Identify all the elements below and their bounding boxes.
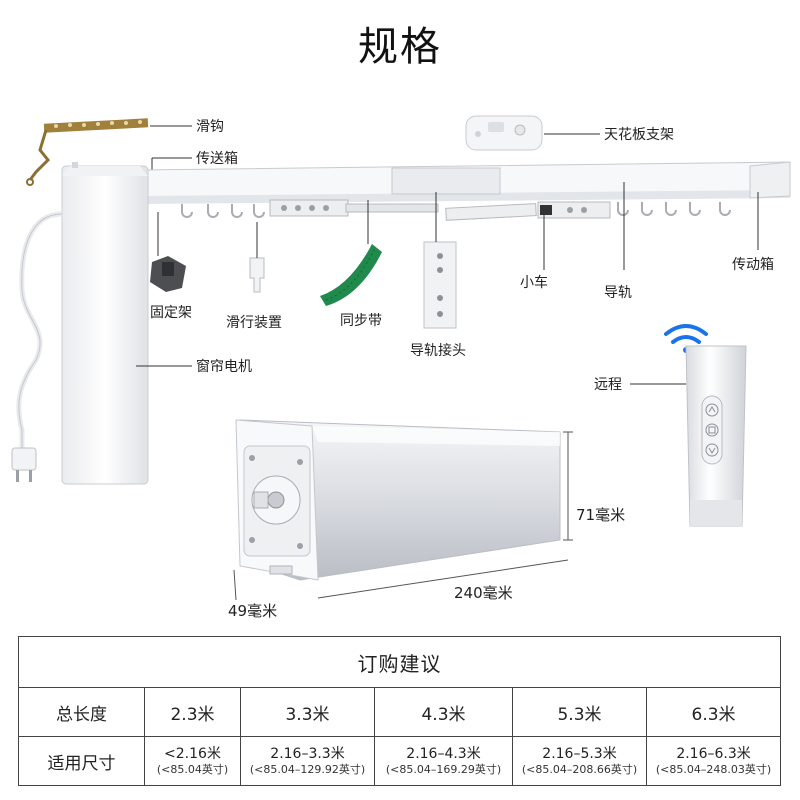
trolley-part: [269, 199, 611, 221]
cell-size-inch: (<85.04–208.66英寸): [521, 763, 638, 777]
dim-length: 240毫米: [454, 584, 513, 602]
row-label-size: 适用尺寸: [18, 736, 145, 786]
row-label-length: 总长度: [18, 687, 145, 738]
cell-length: 3.3米: [240, 687, 375, 738]
table-row: 适用尺寸 <2.16米 (<85.04英寸) 2.16–3.3米 (<85.04…: [18, 736, 782, 786]
label-sync-belt: 同步带: [340, 313, 382, 329]
power-cord: [11, 211, 63, 482]
label-trolley: 小车: [520, 275, 548, 291]
hook-part: [26, 118, 149, 186]
cell-length: 2.3米: [144, 687, 241, 738]
label-hook: 滑钩: [196, 119, 224, 135]
fixing-bracket-part: [150, 256, 186, 292]
cell-size-inch: (<85.04–169.29英寸): [385, 763, 502, 777]
sync-belt-part: [320, 244, 382, 306]
dim-height: 71毫米: [576, 506, 626, 524]
order-table: 订购建议 总长度 2.3米 3.3米 4.3米 5.3米 6.3米 适用尺寸 <…: [17, 635, 782, 786]
cell-size: 2.16–5.3米 (<85.04–208.66英寸): [512, 736, 647, 786]
label-motor: 窗帘电机: [196, 359, 252, 375]
product-illustration: [11, 115, 791, 601]
cell-length: 4.3米: [374, 687, 513, 738]
ceiling-bracket-part: [465, 115, 543, 151]
label-rail-joint: 导轨接头: [410, 343, 466, 359]
label-gearbox: 传送箱: [196, 151, 238, 167]
cell-size-metric: 2.16–3.3米: [270, 746, 345, 763]
cell-length: 5.3米: [512, 687, 647, 738]
cell-size-metric: 2.16–6.3米: [676, 746, 751, 763]
glider-part: [249, 222, 265, 293]
cell-size: 2.16–6.3米 (<85.04–248.03英寸): [645, 736, 782, 786]
curtain-motor-part: [61, 162, 149, 485]
label-glider: 滑行装置: [226, 315, 282, 331]
motor-closeup: [235, 419, 561, 581]
dimension-lines: [233, 431, 573, 601]
label-transmission-box: 传动箱: [732, 257, 774, 273]
remote-part: [685, 345, 747, 527]
cell-size-metric: 2.16–4.3米: [406, 746, 481, 763]
table-header: 订购建议: [17, 635, 782, 689]
dim-width: 49毫米: [228, 602, 278, 620]
cell-size: 2.16–3.3米 (<85.04–129.92英寸): [240, 736, 375, 786]
label-ceiling-bracket: 天花板支架: [604, 127, 674, 143]
cell-size: 2.16–4.3米 (<85.04–169.29英寸): [374, 736, 513, 786]
cell-size-metric: 2.16–5.3米: [542, 746, 617, 763]
label-remote: 远程: [594, 377, 622, 393]
cell-length: 6.3米: [645, 687, 782, 738]
label-rail: 导轨: [604, 285, 632, 301]
rail-joint-part: [423, 241, 457, 329]
cell-size-inch: (<85.04–129.92英寸): [249, 763, 366, 777]
label-fixing-bracket: 固定架: [150, 305, 192, 321]
table-row: 总长度 2.3米 3.3米 4.3米 5.3米 6.3米: [18, 687, 782, 738]
page-title: 规格: [358, 24, 442, 70]
rail-hooks: [181, 202, 731, 218]
rail-part: [139, 161, 791, 204]
cell-size-inch: (<85.04–248.03英寸): [655, 763, 772, 777]
cell-size: <2.16米 (<85.04英寸): [144, 736, 241, 786]
cell-size-metric: <2.16米: [164, 746, 221, 763]
cell-size-inch: (<85.04英寸): [156, 763, 229, 777]
